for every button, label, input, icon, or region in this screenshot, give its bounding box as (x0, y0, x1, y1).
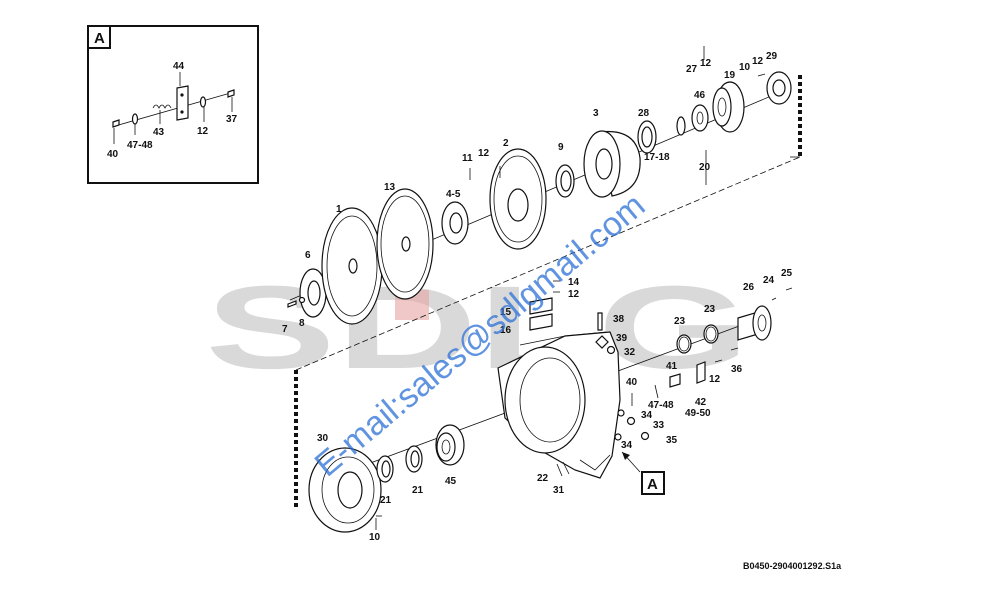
reference-code: B0450-2904001292.S1a (743, 561, 842, 571)
part-label-38: 38 (613, 314, 625, 325)
part-label-35: 35 (666, 435, 678, 446)
callout-a-label: A (647, 476, 658, 493)
part-label-41: 41 (666, 361, 678, 372)
part-label-23-a: 23 (674, 316, 686, 327)
part-label-19: 19 (724, 70, 736, 81)
part-label-22: 22 (537, 473, 549, 484)
part-label-46: 46 (694, 90, 706, 101)
part-label-6: 6 (305, 250, 311, 261)
part-label-21-b: 21 (412, 485, 424, 496)
part-label-39: 39 (616, 333, 628, 344)
part-label-12-upper-b: 12 (700, 58, 712, 69)
part-label-28: 28 (638, 108, 650, 119)
part-label-20: 20 (699, 162, 711, 173)
part-label-37: 37 (226, 114, 238, 125)
part-label-45: 45 (445, 476, 457, 487)
part-label-10-upper: 10 (739, 62, 751, 73)
part-label-31: 31 (553, 485, 565, 496)
part-34-plug-b (614, 433, 622, 441)
part-38-plug (597, 312, 603, 331)
callout-a-box (641, 471, 665, 495)
part-label-32: 32 (624, 347, 636, 358)
part-15-plate (529, 297, 553, 315)
part-25-washer (785, 287, 793, 291)
part-35-plug (640, 431, 650, 441)
upper-connector-line (295, 156, 801, 371)
part-label-23-b: 23 (704, 304, 716, 315)
part-22-stud (556, 463, 563, 477)
part-label-9: 9 (558, 142, 564, 153)
part-label-12-upper-a: 12 (478, 148, 490, 159)
part-16-plate (529, 313, 553, 331)
part-label-29: 29 (766, 51, 778, 62)
part-label-17-18: 17-18 (644, 152, 670, 163)
part-17-18-ring (676, 116, 686, 136)
part-label-49-50: 49-50 (685, 408, 711, 419)
part-label-8: 8 (299, 318, 305, 329)
part-42-clip (696, 361, 706, 384)
detail-washer-part (131, 113, 139, 125)
part-label-26: 26 (743, 282, 755, 293)
part-label-36: 36 (731, 364, 743, 375)
part-label-12-lower-b: 12 (709, 374, 721, 385)
part-label-27: 27 (686, 64, 698, 75)
part-label-12-lower-a: 12 (568, 289, 580, 300)
part-label-11: 11 (462, 153, 473, 164)
part-36-bolt (730, 347, 739, 351)
part-41-fitting (669, 373, 681, 388)
detail-spring-part (152, 104, 172, 109)
part-label-4-5: 4-5 (446, 189, 461, 200)
part-label-1: 1 (336, 204, 342, 215)
part-label-12-detail: 12 (197, 126, 209, 137)
part-34-plug-a (617, 409, 625, 417)
part-label-24: 24 (763, 275, 775, 286)
part-8-washer (298, 296, 306, 304)
part-46-ring (691, 104, 709, 132)
part-39-fitting (595, 335, 609, 349)
part-label-34-b: 34 (621, 440, 633, 451)
part-label-7: 7 (282, 324, 288, 335)
part-label-47-48-detail: 47-48 (127, 140, 153, 151)
detail-box-title: A (94, 30, 105, 47)
part-label-3: 3 (593, 108, 599, 119)
part-24-bolt (771, 297, 777, 301)
part-label-15: 15 (500, 307, 512, 318)
part-label-33: 33 (653, 420, 665, 431)
housing-bore (504, 346, 586, 454)
part-label-43: 43 (153, 127, 165, 138)
part-label-40-detail: 40 (107, 149, 119, 160)
part-label-25: 25 (781, 268, 793, 279)
part-label-40-lower: 40 (626, 377, 638, 388)
part-32-plug (606, 345, 616, 355)
part-label-2: 2 (503, 138, 509, 149)
part-label-44: 44 (173, 61, 185, 72)
part-label-13: 13 (384, 182, 396, 193)
part-label-30: 30 (317, 433, 329, 444)
part-7-bolt (287, 300, 297, 308)
part-label-47-48-lower: 47-48 (648, 400, 674, 411)
part-31-stud (562, 461, 570, 475)
part-label-21-a: 21 (380, 495, 392, 506)
part-label-10-lower: 10 (369, 532, 381, 543)
detail-plate-part (176, 85, 189, 121)
part-10-bolt (757, 73, 766, 77)
part-label-16: 16 (500, 325, 512, 336)
part-label-42: 42 (695, 397, 707, 408)
part-label-12-upper-c: 12 (752, 56, 764, 67)
detail-box-tag (87, 25, 111, 49)
part-label-34-a: 34 (641, 410, 653, 421)
detail-box (87, 25, 259, 184)
part-label-14: 14 (568, 277, 580, 288)
